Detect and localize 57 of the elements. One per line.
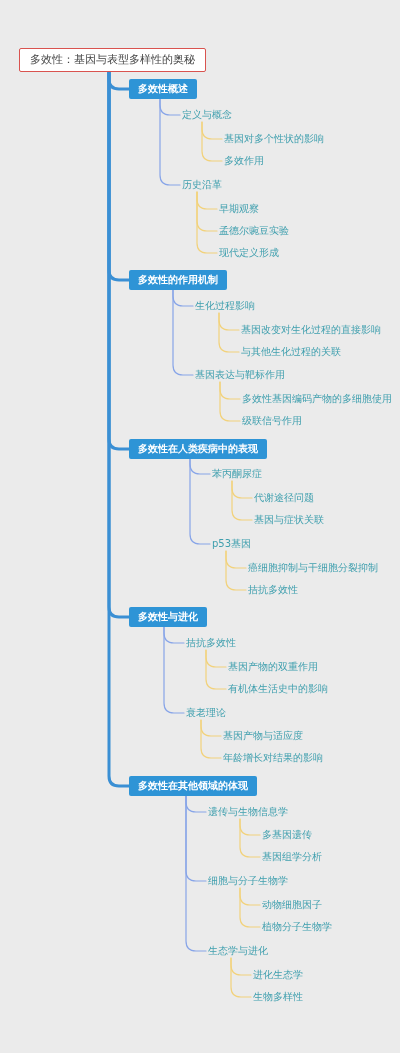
main-topic-box: 多效性的作用机制 — [129, 270, 227, 290]
detail-text: 代谢途径问题 — [252, 491, 316, 505]
central-topic-box: 多效性：基因与表型多样性的奥秘 — [19, 48, 206, 72]
connector-line — [239, 818, 261, 858]
detail-text: 基因与症状关联 — [252, 513, 326, 527]
connector-line — [189, 458, 211, 545]
subtopic-text: p53基因 — [210, 537, 254, 551]
main-topic-box: 多效性与进化 — [129, 607, 207, 627]
detail-text: 基因对多个性状的影响 — [222, 132, 326, 146]
detail-text: 早期观察 — [217, 202, 261, 216]
main-topic-box: 多效性在其他领域的体现 — [129, 776, 257, 796]
detail-text: 动物细胞因子 — [260, 898, 324, 912]
connector-line — [239, 887, 261, 928]
connector-line — [205, 649, 227, 690]
detail-text: 基因组学分析 — [260, 850, 324, 864]
detail-text: 与其他生化过程的关联 — [239, 345, 343, 359]
connector-line — [196, 191, 218, 254]
connector-line — [218, 312, 240, 353]
detail-text: 植物分子生物学 — [260, 920, 334, 934]
main-topic-box: 多效性在人类疾病中的表现 — [129, 439, 267, 459]
connector-line — [225, 550, 247, 591]
main-topic-box: 多效性概述 — [129, 79, 197, 99]
detail-text: 现代定义形成 — [217, 246, 281, 260]
connector-line — [201, 121, 223, 162]
connector-line — [185, 795, 207, 952]
subtopic-text: 定义与概念 — [180, 108, 234, 122]
detail-text: 癌细胞抑制与干细胞分裂抑制 — [246, 561, 380, 575]
subtopic-text: 细胞与分子生物学 — [206, 874, 290, 888]
connector-line — [172, 289, 194, 376]
subtopic-text: 遗传与生物信息学 — [206, 805, 290, 819]
connector-line — [219, 381, 241, 422]
detail-text: 多效作用 — [222, 154, 266, 168]
detail-text: 基因产物的双重作用 — [226, 660, 320, 674]
detail-text: 基因改变对生化过程的直接影响 — [239, 323, 383, 337]
branch-line — [107, 70, 131, 788]
detail-text: 拮抗多效性 — [246, 583, 300, 597]
detail-text: 有机体生活史中的影响 — [226, 682, 330, 696]
subtopic-text: 拮抗多效性 — [184, 636, 238, 650]
connector-line — [159, 98, 181, 186]
detail-text: 年龄增长对结果的影响 — [221, 751, 325, 765]
subtopic-text: 基因表达与靶标作用 — [193, 368, 287, 382]
subtopic-text: 生化过程影响 — [193, 299, 257, 313]
detail-text: 多效性基因编码产物的多细胞使用 — [240, 392, 394, 406]
connector-line — [231, 480, 253, 521]
detail-text: 进化生态学 — [251, 968, 305, 982]
detail-text: 孟德尔豌豆实验 — [217, 224, 291, 238]
subtopic-text: 苯丙酮尿症 — [210, 467, 264, 481]
connector-line — [230, 957, 252, 998]
connector-line — [200, 719, 222, 759]
detail-text: 多基因遗传 — [260, 828, 314, 842]
connector-line — [163, 626, 185, 714]
detail-text: 基因产物与适应度 — [221, 729, 305, 743]
subtopic-text: 衰老理论 — [184, 706, 228, 720]
subtopic-text: 生态学与进化 — [206, 944, 270, 958]
subtopic-text: 历史沿革 — [180, 178, 224, 192]
detail-text: 生物多样性 — [251, 990, 305, 1004]
detail-text: 级联信号作用 — [240, 414, 304, 428]
